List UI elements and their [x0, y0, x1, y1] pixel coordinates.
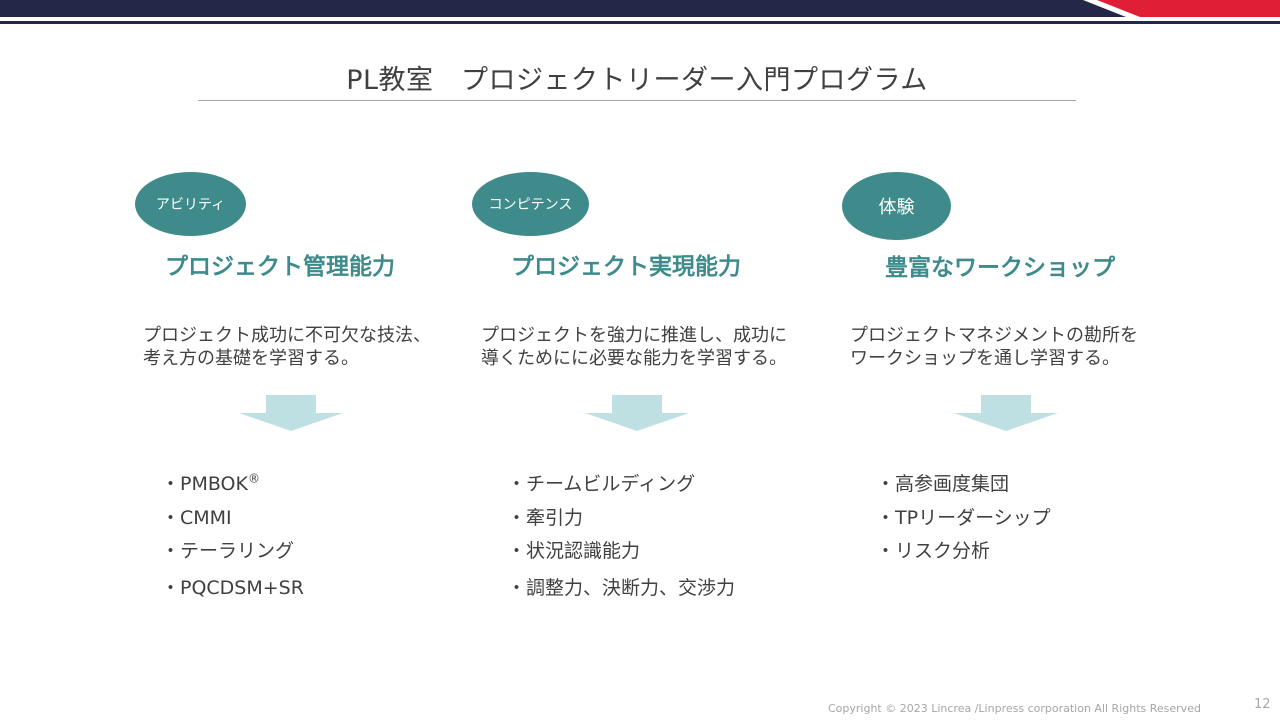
list-item: ・チームビルディング	[507, 473, 696, 495]
experience-badge: 体験	[842, 172, 951, 240]
title-divider	[198, 100, 1076, 101]
description-2-line2: 導くためにに必要な能力を学習する。	[481, 348, 787, 369]
description-3-line1: プロジェクトマネジメントの勘所を	[850, 325, 1138, 346]
list-item: ・テーラリング	[161, 540, 295, 562]
list-item: ・CMMI	[161, 507, 232, 529]
list-item: ・PMBOK®	[161, 471, 260, 495]
list-item: ・調整力、決断力、交渉力	[507, 577, 736, 599]
page-title: PL教室 プロジェクトリーダー入門プログラム	[346, 65, 928, 96]
heading-project-management: プロジェクト管理能力	[165, 254, 395, 280]
list-item: ・リスク分析	[876, 540, 991, 562]
list-item: ・PQCDSM+SR	[161, 577, 304, 599]
description-2-line1: プロジェクトを強力に推進し、成功に	[481, 325, 787, 346]
list-item: ・状況認識能力	[507, 540, 641, 562]
down-arrow-2	[585, 395, 689, 431]
description-1-line2: 考え方の基礎を学習する。	[143, 348, 359, 369]
list-item: ・高参画度集団	[876, 473, 1010, 495]
registered-mark: ®	[247, 471, 260, 486]
description-3-line2: ワークショップを通し学習する。	[850, 348, 1120, 369]
heading-workshops: 豊富なワークショップ	[885, 255, 1115, 281]
down-arrow-1	[239, 395, 343, 431]
list-item: ・TPリーダーシップ	[876, 507, 1051, 529]
top-banner	[0, 0, 1280, 24]
copyright-footer: Copyright © 2023 Lincrea /Linpress corpo…	[828, 702, 1201, 715]
heading-project-realization: プロジェクト実現能力	[511, 254, 741, 280]
list-item: ・牽引力	[507, 507, 584, 529]
description-1-line1: プロジェクト成功に不可欠な技法、	[143, 325, 431, 346]
down-arrow-3	[954, 395, 1058, 431]
ability-badge: アビリティ	[135, 172, 246, 236]
page-number: 12	[1254, 697, 1271, 712]
competence-badge: コンピテンス	[472, 172, 589, 236]
